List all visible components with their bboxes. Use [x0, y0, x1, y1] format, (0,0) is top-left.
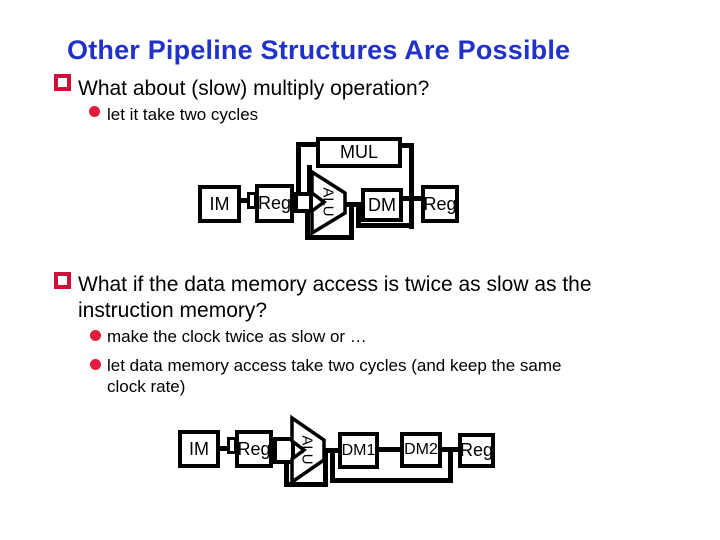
- wire-mul-out-h: [398, 143, 414, 148]
- reg-box: Reg: [421, 185, 459, 223]
- wire-dm-bypass-bottom: [330, 478, 453, 483]
- wire-alu-bypass-right: [349, 204, 354, 240]
- bullet-text: What if the data memory access is twice …: [78, 272, 592, 324]
- wire-dm1-dm2: [377, 447, 401, 452]
- reg-label: Reg: [237, 438, 271, 459]
- wire-dm-bypass-left: [330, 451, 335, 483]
- mul-box: MUL: [316, 137, 402, 168]
- wire-alu-bypass-bottom: [284, 482, 328, 487]
- sub-bullet-text: let data memory access take two cycles (…: [107, 355, 561, 397]
- alu-label: ALU: [299, 435, 316, 464]
- reg-label: Reg: [257, 193, 292, 213]
- bullet-square-icon: [54, 74, 71, 91]
- reg-box: Reg: [458, 433, 495, 468]
- dm1-label: DM1: [341, 441, 376, 459]
- bullet-square-icon: [54, 272, 71, 289]
- sub-bullet-dot-icon: [89, 106, 100, 117]
- wire-alu-bypass-right: [323, 451, 328, 487]
- pipeline-latch: [273, 437, 295, 464]
- sub-bullet-text-line: let data memory access take two cycles (…: [107, 356, 562, 375]
- bullet-text: What about (slow) multiply operation?: [78, 77, 430, 100]
- wire-dm-bypass-right: [448, 449, 453, 483]
- wire-alu-bypass-bottom: [305, 235, 354, 240]
- wire-dm-bypass-bottom: [356, 223, 414, 228]
- wire-im-reg: [219, 446, 228, 451]
- wire-im-reg: [239, 198, 249, 203]
- wire-mul-in-left-h: [296, 142, 321, 147]
- im-label: IM: [189, 438, 209, 459]
- im-box: IM: [198, 185, 241, 223]
- mul-label: MUL: [339, 142, 378, 162]
- wire-alu-bypass-left: [284, 459, 289, 487]
- im-label: IM: [209, 193, 230, 214]
- sub-bullet-text: make the clock twice as slow or …: [107, 327, 367, 346]
- wire-dm-bypass-left: [356, 204, 361, 228]
- wire-mul-in-right-v: [307, 165, 312, 194]
- bullet-text-line: instruction memory?: [78, 299, 268, 322]
- wire-alu-bypass-left: [305, 210, 310, 240]
- alu-shape: [290, 414, 326, 485]
- im-box: IM: [178, 430, 220, 468]
- wire-mul-in-left-v: [296, 142, 301, 194]
- dm1-box: DM1: [338, 432, 379, 469]
- sub-bullet-text-line: clock rate): [107, 377, 186, 396]
- page-title: Other Pipeline Structures Are Possible: [67, 35, 571, 65]
- sub-bullet-dot-icon: [90, 359, 101, 370]
- dm-label: DM: [368, 194, 396, 215]
- sub-bullet-text: let it take two cycles: [107, 105, 259, 124]
- wire-mul-out-v: [409, 143, 414, 229]
- reg-box: Reg: [235, 430, 273, 468]
- dm-box: DM: [361, 188, 403, 222]
- alu-shape: [310, 168, 347, 237]
- alu-unit: ALU: [290, 414, 326, 485]
- alu-unit: ALU: [310, 168, 347, 237]
- reg-box: Reg: [255, 184, 294, 223]
- sub-bullet-dot-icon: [90, 330, 101, 341]
- reg-label: Reg: [459, 440, 494, 460]
- dm2-label: DM2: [404, 441, 438, 458]
- reg-label: Reg: [423, 193, 457, 214]
- alu-label: ALU: [320, 187, 337, 216]
- dm2-box: DM2: [400, 432, 442, 468]
- wire-alu-dm1: [322, 448, 339, 453]
- pipeline-latch: [294, 192, 313, 213]
- bullet-text-line: What if the data memory access is twice …: [78, 273, 592, 296]
